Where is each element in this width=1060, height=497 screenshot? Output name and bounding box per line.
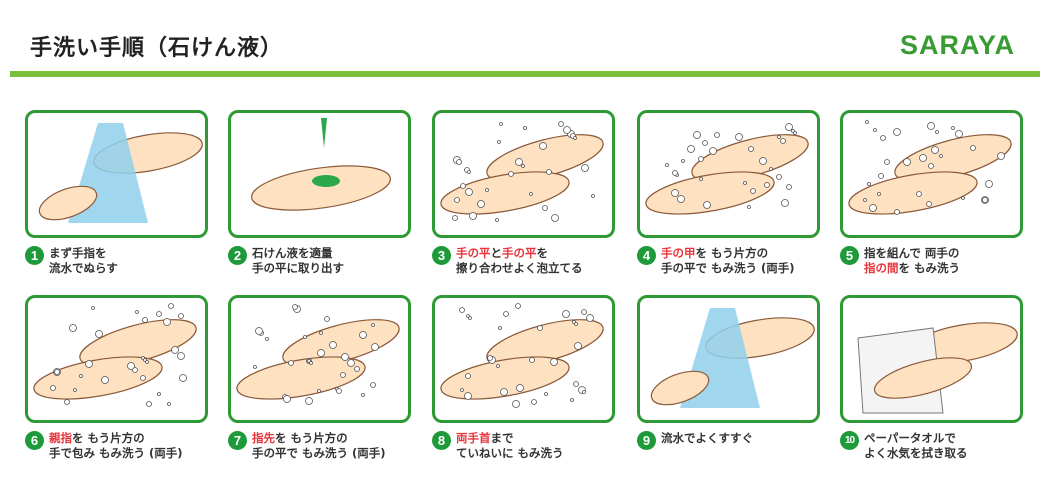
step-caption: 5 指を組んで 両手の指の間を もみ洗う	[840, 246, 1025, 276]
step-number-badge: 8	[432, 431, 451, 450]
caption-line: 流水でよくすすぐ	[661, 431, 753, 446]
saraya-logo: SARAYA	[899, 30, 1015, 60]
caption-line: 手の甲を もう片方の	[661, 246, 795, 261]
caption-text: を もう片方の	[72, 431, 145, 445]
step-caption: 1 まず手指を流水でぬらす	[25, 246, 210, 276]
caption-line: 手の平と手の平を	[456, 246, 583, 261]
caption-text: 流水でよくすすぐ	[661, 431, 753, 445]
caption-text: を もみ洗う	[898, 261, 961, 275]
step-9: 9 流水でよくすすぐ	[637, 295, 822, 450]
caption-line: 手の平で もみ洗う (両手)	[661, 261, 795, 276]
highlight-text: 手の平	[502, 246, 537, 260]
caption-line: 指の間を もみ洗う	[864, 261, 960, 276]
caption-text: 石けん液を適量	[252, 246, 333, 260]
highlight-text: 親指	[49, 431, 72, 445]
soap-dispense-illustration	[228, 110, 411, 238]
caption-text: 流水でぬらす	[49, 261, 118, 275]
step-number-badge: 4	[637, 246, 656, 265]
step-number-badge: 3	[432, 246, 451, 265]
step-caption: 2 石けん液を適量手の平に取り出す	[228, 246, 413, 276]
interlaced-fingers-illustration	[840, 110, 1023, 238]
rinse-illustration	[637, 295, 820, 423]
caption-line: 手の平で もみ洗う (両手)	[252, 446, 386, 461]
caption-line: 擦り合わせよく泡立てる	[456, 261, 583, 276]
caption-line: 手の平に取り出す	[252, 261, 344, 276]
caption-line: 指先を もう片方の	[252, 431, 386, 446]
caption-line: 石けん液を適量	[252, 246, 344, 261]
step-number-badge: 5	[840, 246, 859, 265]
caption-text: を もう片方の	[275, 431, 348, 445]
caption-text: ていねいに もみ洗う	[456, 446, 564, 460]
caption-line: 流水でぬらす	[49, 261, 118, 276]
caption-text: 指を組んで 両手の	[864, 246, 960, 260]
highlight-text: 手の平	[456, 246, 491, 260]
caption-line: ペーパータオルで	[864, 431, 968, 446]
step-3: 3 手の平と手の平を擦り合わせよく泡立てる	[432, 110, 617, 276]
caption-line: 指を組んで 両手の	[864, 246, 960, 261]
fingertips-illustration	[228, 295, 411, 423]
step-caption: 4 手の甲を もう片方の手の平で もみ洗う (両手)	[637, 246, 822, 276]
step-6: 6 親指を もう片方の手で包み もみ洗う (両手)	[25, 295, 210, 461]
step-caption: 6 親指を もう片方の手で包み もみ洗う (両手)	[25, 431, 210, 461]
page-title: 手洗い手順（石けん液）	[30, 36, 284, 61]
step-number-badge: 2	[228, 246, 247, 265]
back-of-hand-illustration	[637, 110, 820, 238]
step-number-badge: 10	[840, 431, 859, 450]
step-number-badge: 9	[637, 431, 656, 450]
highlight-text: 指の間	[864, 261, 899, 275]
hand-under-water-illustration	[25, 110, 208, 238]
header-divider	[10, 71, 1040, 77]
caption-text: 手の平に取り出す	[252, 261, 344, 275]
caption-line: まず手指を	[49, 246, 118, 261]
caption-text: 手で包み もみ洗う (両手)	[49, 446, 183, 460]
caption-line: よく水気を拭き取る	[864, 446, 968, 461]
thumb-wash-illustration	[25, 295, 208, 423]
step-caption: 10 ペーパータオルでよく水気を拭き取る	[840, 431, 1025, 461]
caption-text: まで	[490, 431, 514, 445]
step-number-badge: 1	[25, 246, 44, 265]
caption-line: ていねいに もみ洗う	[456, 446, 564, 461]
step-caption: 3 手の平と手の平を擦り合わせよく泡立てる	[432, 246, 617, 276]
caption-text: ペーパータオルで	[864, 431, 956, 445]
step-caption: 8 両手首までていねいに もみ洗う	[432, 431, 617, 461]
caption-text: 手の平で もみ洗う (両手)	[252, 446, 386, 460]
step-number-badge: 7	[228, 431, 247, 450]
caption-text: よく水気を拭き取る	[864, 446, 968, 460]
caption-text: を もう片方の	[695, 246, 769, 260]
highlight-text: 手の甲	[661, 246, 696, 260]
step-4: 4 手の甲を もう片方の手の平で もみ洗う (両手)	[637, 110, 822, 276]
step-1: 1 まず手指を流水でぬらす	[25, 110, 210, 276]
step-5: 5 指を組んで 両手の指の間を もみ洗う	[840, 110, 1025, 276]
highlight-text: 両手首	[456, 431, 491, 445]
step-caption: 7 指先を もう片方の手の平で もみ洗う (両手)	[228, 431, 413, 461]
caption-text: まず手指を	[49, 246, 107, 260]
caption-line: 手で包み もみ洗う (両手)	[49, 446, 183, 461]
highlight-text: 指先	[252, 431, 275, 445]
palms-rubbing-illustration	[432, 110, 615, 238]
caption-line: 親指を もう片方の	[49, 431, 183, 446]
caption-text: 擦り合わせよく泡立てる	[456, 261, 583, 275]
wrists-illustration	[432, 295, 615, 423]
step-10: 10 ペーパータオルでよく水気を拭き取る	[840, 295, 1025, 461]
caption-text: を	[536, 246, 549, 260]
step-number-badge: 6	[25, 431, 44, 450]
step-8: 8 両手首までていねいに もみ洗う	[432, 295, 617, 461]
caption-line: 両手首まで	[456, 431, 564, 446]
step-7: 7 指先を もう片方の手の平で もみ洗う (両手)	[228, 295, 413, 461]
step-caption: 9 流水でよくすすぐ	[637, 431, 822, 450]
step-2: 2 石けん液を適量手の平に取り出す	[228, 110, 413, 276]
caption-text: と	[490, 246, 503, 260]
caption-text: 手の平で もみ洗う (両手)	[661, 261, 795, 275]
paper-towel-illustration	[840, 295, 1023, 423]
